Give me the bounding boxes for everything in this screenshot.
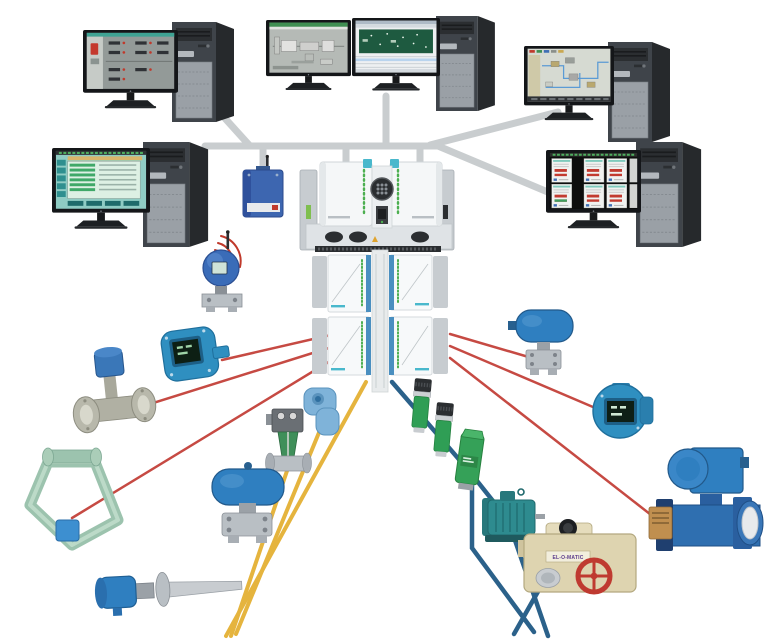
- controller-center-connector: [370, 165, 394, 229]
- wireless-gateway: [242, 154, 284, 218]
- antenna-icon: [266, 157, 269, 170]
- io-module: [389, 316, 433, 376]
- workstation-top-right: [524, 41, 671, 143]
- thermowell-temperature-sensor: [94, 571, 243, 617]
- junction-box: [648, 506, 673, 540]
- handwheel-icon: [575, 557, 613, 595]
- workstation-mid-right: [546, 141, 702, 248]
- actuator-label: EL-O-MATIC: [552, 555, 583, 561]
- tower: [142, 141, 209, 248]
- screen-process-graphics: [86, 32, 175, 89]
- pressure-transmitter-center: [211, 462, 285, 543]
- controller-module-right: [389, 159, 443, 227]
- screen-faceplate-grid: [549, 152, 638, 209]
- io-module: [389, 254, 433, 311]
- screen-configuration-window: [355, 20, 437, 73]
- process-controller: [299, 159, 455, 252]
- tower: [607, 41, 671, 143]
- screen-pid-graphic: [269, 22, 348, 73]
- workstation-top-left: [83, 21, 235, 123]
- tower: [171, 21, 235, 123]
- monitor-left: [266, 20, 351, 91]
- controller-module-left: [319, 159, 373, 227]
- monitor: [52, 148, 150, 229]
- workstation-network-lines: [201, 92, 566, 202]
- pressure-transmitter-right: [508, 309, 574, 375]
- electric-actuator: EL-O-MATIC: [518, 519, 637, 595]
- temperature-transmitter-lcd-right: [592, 383, 654, 439]
- io-module: [327, 316, 371, 376]
- electric-motor: [482, 488, 545, 542]
- wireless-pressure-transmitter: [201, 230, 243, 312]
- magnetic-flowmeter: [648, 447, 764, 551]
- temperature-transmitter-lcd-left: [160, 326, 230, 382]
- workstation-mid-left: [52, 141, 209, 248]
- screen-plant-overview: [527, 48, 611, 102]
- tower: [435, 15, 496, 112]
- vortex-flowmeter: [72, 346, 157, 434]
- control-valve: [265, 408, 312, 474]
- io-module: [327, 254, 371, 313]
- monitor: [546, 150, 641, 229]
- monitor: [524, 46, 614, 121]
- coriolis-flowmeter: [24, 447, 124, 551]
- monitor: [83, 30, 178, 109]
- monitor-right: [352, 18, 440, 91]
- rectangular-sensor: [454, 428, 485, 491]
- valve-positioner-blue: [303, 387, 340, 436]
- io-module-stack: [312, 249, 448, 393]
- tower: [635, 141, 702, 248]
- workstation-top-center: [266, 15, 496, 112]
- antenna-icon: [226, 233, 230, 249]
- screen-alarm-list: [55, 150, 147, 209]
